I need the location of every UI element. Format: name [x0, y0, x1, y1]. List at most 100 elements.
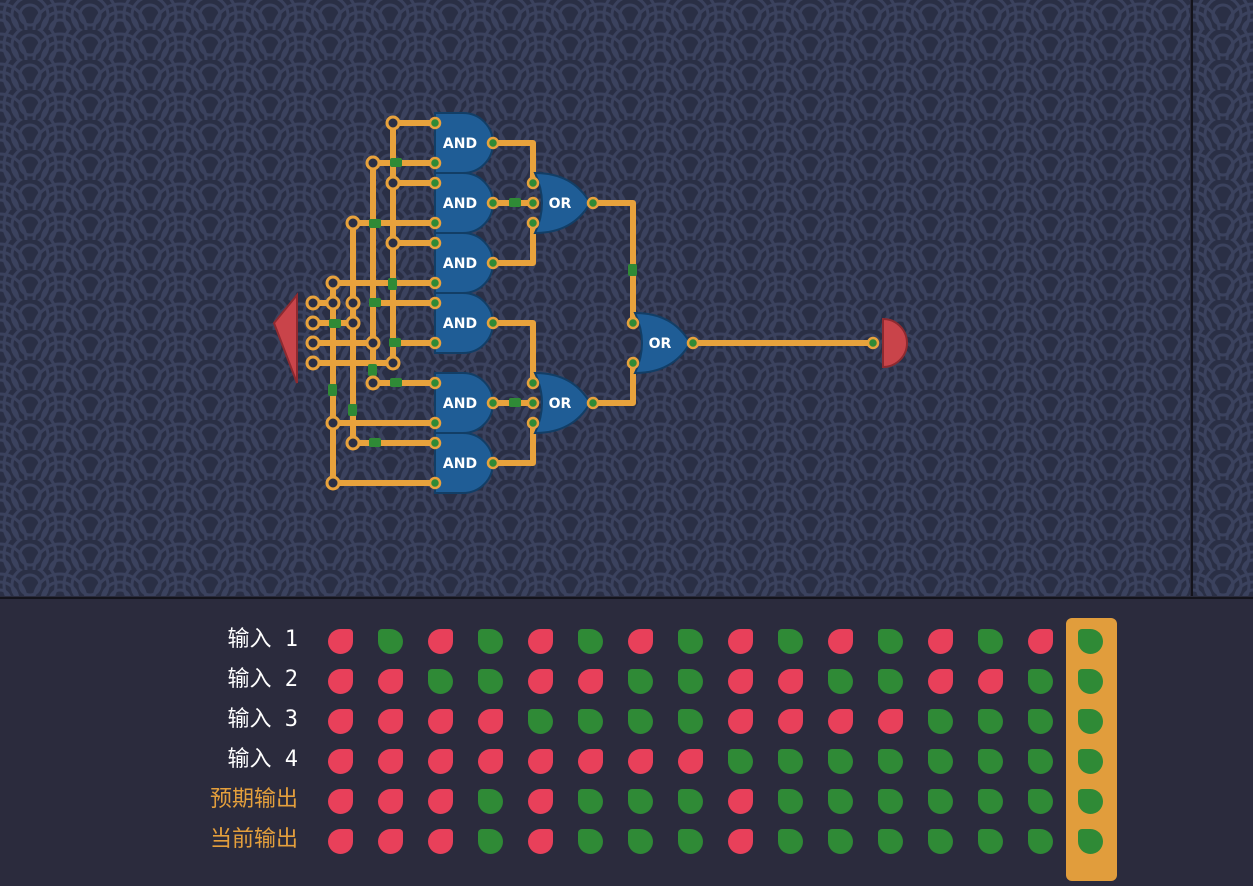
bit-on[interactable]: [978, 629, 1003, 654]
bit-on[interactable]: [628, 709, 653, 734]
bit-off[interactable]: [328, 669, 353, 694]
bit-off: [728, 829, 753, 854]
bit-on: [1078, 789, 1103, 814]
and-gate[interactable]: AND: [434, 232, 494, 294]
bit-off[interactable]: [328, 629, 353, 654]
bit-off[interactable]: [728, 709, 753, 734]
bit-on[interactable]: [728, 749, 753, 774]
and-gate[interactable]: AND: [434, 372, 494, 434]
bit-on[interactable]: [628, 669, 653, 694]
bit-on[interactable]: [1078, 629, 1103, 654]
bit-on[interactable]: [528, 709, 553, 734]
bit-on[interactable]: [1028, 709, 1053, 734]
bit-on[interactable]: [878, 669, 903, 694]
output-sink[interactable]: [882, 317, 908, 369]
bit-off[interactable]: [728, 629, 753, 654]
bit-on: [628, 789, 653, 814]
bit-off[interactable]: [828, 629, 853, 654]
bit-on[interactable]: [1078, 709, 1103, 734]
bit-off[interactable]: [428, 749, 453, 774]
bit-on[interactable]: [928, 749, 953, 774]
bit-off[interactable]: [478, 749, 503, 774]
bit-on: [928, 789, 953, 814]
bit-off[interactable]: [628, 749, 653, 774]
bit-on: [1028, 829, 1053, 854]
and-gate[interactable]: AND: [434, 292, 494, 354]
row-label: 输入 4: [227, 747, 299, 772]
svg-text:AND: AND: [443, 196, 477, 212]
bit-on[interactable]: [428, 669, 453, 694]
bit-on[interactable]: [1028, 749, 1053, 774]
bit-on[interactable]: [1078, 669, 1103, 694]
bit-off[interactable]: [828, 709, 853, 734]
bit-off[interactable]: [778, 709, 803, 734]
bit-off[interactable]: [928, 629, 953, 654]
bit-on[interactable]: [878, 629, 903, 654]
row-label: 当前输出: [209, 827, 298, 852]
bit-off: [428, 789, 453, 814]
bit-on: [778, 829, 803, 854]
bit-on[interactable]: [678, 629, 703, 654]
bit-off[interactable]: [928, 669, 953, 694]
bit-on[interactable]: [478, 669, 503, 694]
bit-off[interactable]: [378, 749, 403, 774]
bit-off: [528, 789, 553, 814]
bit-on[interactable]: [578, 629, 603, 654]
bit-on[interactable]: [678, 709, 703, 734]
and-gate[interactable]: AND: [434, 112, 494, 174]
or-gate[interactable]: OR: [533, 371, 592, 435]
bit-off[interactable]: [778, 669, 803, 694]
bit-on: [978, 829, 1003, 854]
gate-pins: [428, 116, 880, 490]
bit-off[interactable]: [378, 709, 403, 734]
bit-off[interactable]: [878, 709, 903, 734]
bit-on: [928, 829, 953, 854]
and-gate[interactable]: AND: [434, 432, 494, 494]
bit-on[interactable]: [778, 749, 803, 774]
bit-off[interactable]: [528, 749, 553, 774]
bit-on[interactable]: [578, 709, 603, 734]
bit-off[interactable]: [478, 709, 503, 734]
bit-on[interactable]: [878, 749, 903, 774]
bit-on[interactable]: [978, 709, 1003, 734]
bit-on[interactable]: [378, 629, 403, 654]
bit-on[interactable]: [828, 749, 853, 774]
bit-on[interactable]: [928, 709, 953, 734]
svg-text:AND: AND: [443, 256, 477, 272]
bit-off[interactable]: [628, 629, 653, 654]
or-gate[interactable]: OR: [633, 311, 692, 375]
bit-off[interactable]: [428, 629, 453, 654]
bit-off[interactable]: [1028, 629, 1053, 654]
bit-off: [328, 789, 353, 814]
circuit-canvas[interactable]: AND AND AND AND AND AND OR OR OR: [0, 0, 1190, 596]
bit-on[interactable]: [478, 629, 503, 654]
bit-off: [728, 789, 753, 814]
bit-off[interactable]: [428, 709, 453, 734]
bit-on[interactable]: [978, 749, 1003, 774]
bit-on[interactable]: [678, 669, 703, 694]
bit-on: [978, 789, 1003, 814]
row-label: 预期输出: [209, 787, 298, 812]
bit-off[interactable]: [528, 669, 553, 694]
bit-on[interactable]: [828, 669, 853, 694]
bit-off[interactable]: [528, 629, 553, 654]
bit-on[interactable]: [1078, 749, 1103, 774]
bit-off[interactable]: [378, 669, 403, 694]
bit-off[interactable]: [328, 709, 353, 734]
bit-off[interactable]: [978, 669, 1003, 694]
bit-off: [428, 829, 453, 854]
bit-off: [378, 789, 403, 814]
and-gate[interactable]: AND: [434, 172, 494, 234]
bit-off: [378, 829, 403, 854]
bit-off[interactable]: [678, 749, 703, 774]
or-gate[interactable]: OR: [533, 171, 592, 235]
bit-off[interactable]: [578, 669, 603, 694]
bit-off[interactable]: [578, 749, 603, 774]
bit-off[interactable]: [728, 669, 753, 694]
bit-off: [328, 829, 353, 854]
input-source[interactable]: [272, 292, 298, 384]
bit-on[interactable]: [778, 629, 803, 654]
bit-off[interactable]: [328, 749, 353, 774]
bit-on[interactable]: [1028, 669, 1053, 694]
